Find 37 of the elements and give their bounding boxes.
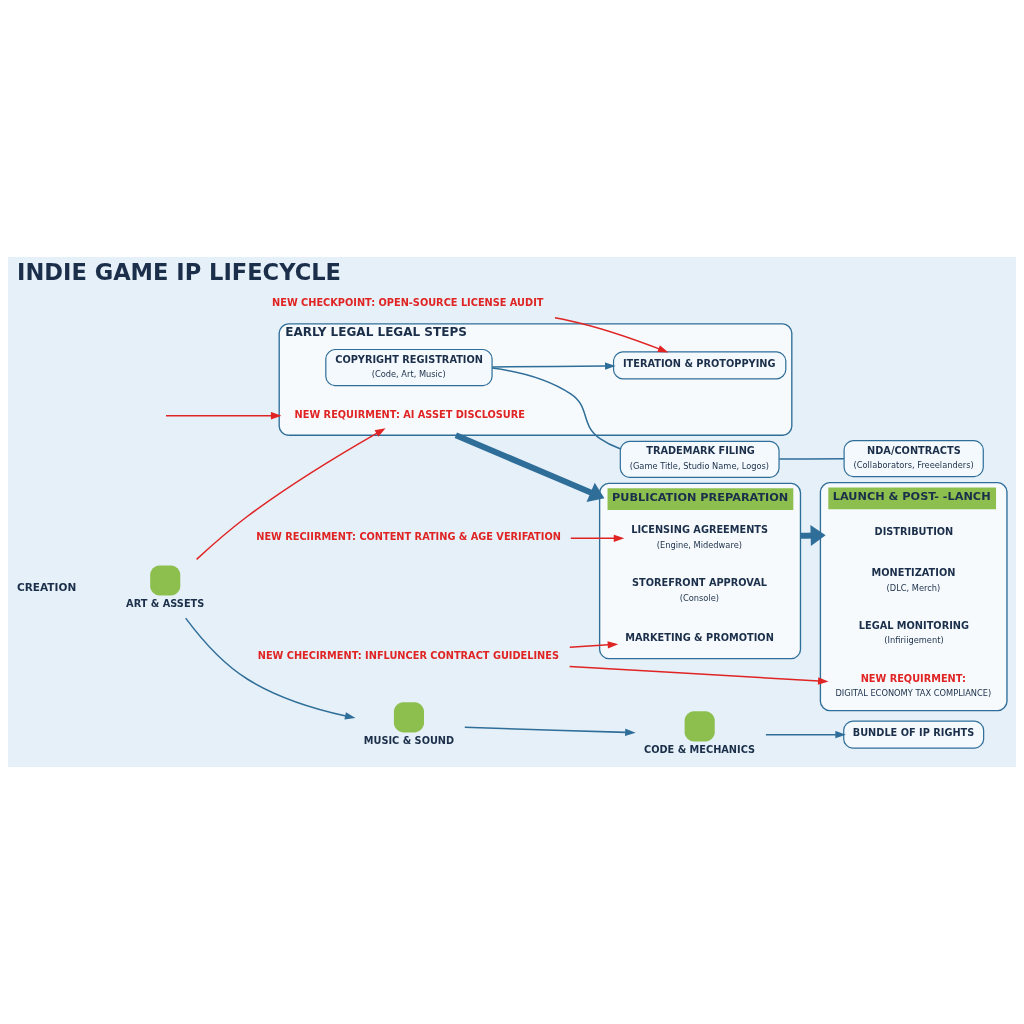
arrow [464,726,636,737]
node-text: NEW CHECIRMENT: INFLUNCER CONTRACT GUIDELINES [257,649,560,661]
node-box: COPYRIGHT REGISTRATION (Code, Art, Music) [325,348,493,387]
node-text: MARKETING & PROMOTION [625,631,774,643]
node-label: ART & ASSETS [126,598,205,610]
node-text: LICENSING AGREEMENTS (Engine, Midedware) [631,524,769,550]
arrow [195,428,386,561]
node-text: MONETIZATION (DLC, Merch) [871,567,956,593]
arrow [570,534,625,542]
node-label: CODE & MECHANICS [644,744,756,756]
node-box: TRADEMARK FILING (Game Title, Studio Name, Logos) [619,440,780,478]
node-text: LEGAL MONITORING (Infiriigement) [858,619,969,646]
node-box [393,702,424,733]
node-text: STOREFRONT APPROVAL (Console) [631,577,768,603]
arrow [184,617,356,720]
node-box: NDA/CONTRACTS (Collaborators, Freeelanders) [843,439,984,478]
node-box: BUNDLE OF IP RIGHTS [843,720,985,749]
node-text: DISTRIBUTION [874,525,954,537]
arrow [765,730,846,739]
node-text: NEW REQUIRMENT: AI ASSET DISCLOSURE [294,408,525,420]
node-box [150,565,181,596]
connector [778,458,845,460]
node-box: ITERATION & PROTOPPYING [612,351,787,380]
arrow [454,432,605,503]
arrow [165,412,282,420]
node-text: NEW RECIIRMENT: CONTENT RATING & AGE VERIFATION [256,531,561,543]
node-text: NEW REQUIRMENT: DIGITAL ECONOMY TAX COMPLIANCE) [835,672,992,699]
arrow [554,317,669,353]
node-box [684,711,715,742]
diagram-title: INDIE GAME IP LIFECYCLE [17,259,342,286]
label: CREATION [17,580,77,593]
arrow [491,362,616,370]
node-text: NEW CHECKPOINT: OPEN-SOURCE LICENSE AUDIT [272,297,544,309]
connector [491,367,621,450]
arrow [569,641,619,649]
arrow [568,665,829,685]
node-label: MUSIC & SOUND [363,734,455,746]
